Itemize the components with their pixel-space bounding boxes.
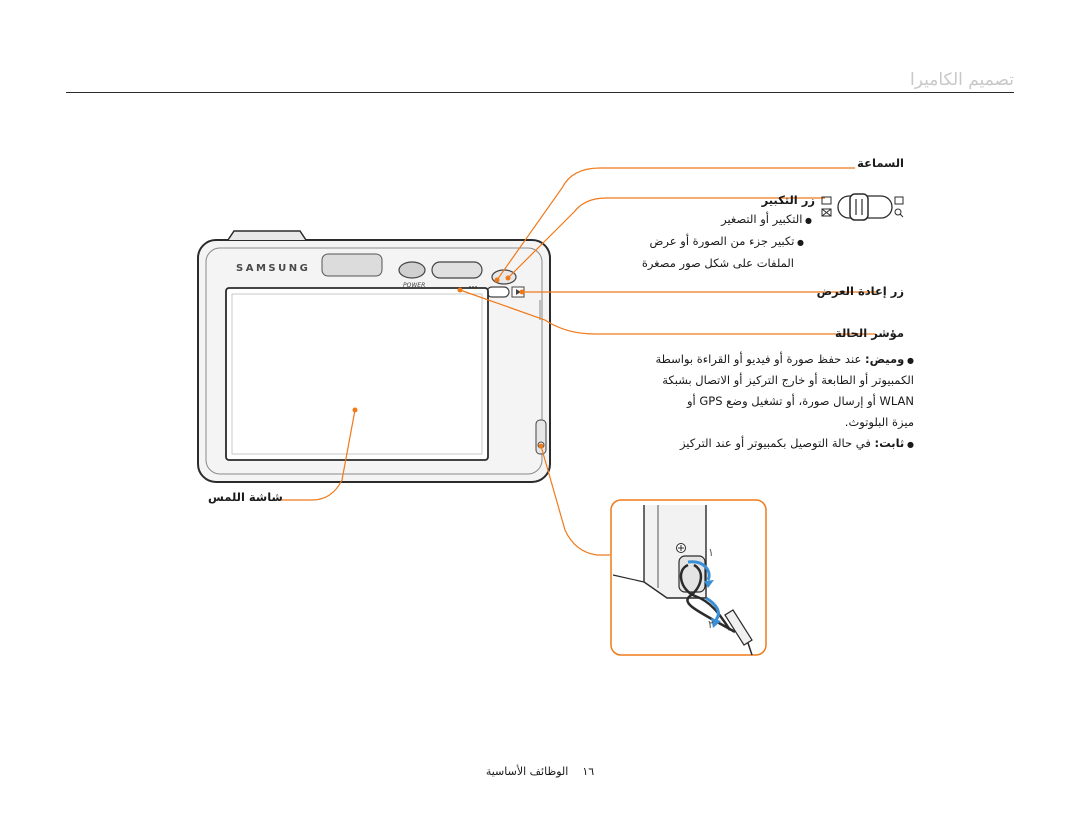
footer-section: الوظائف الأساسية [485, 765, 569, 778]
header-rule [66, 92, 1014, 93]
status-lamp-steady: ثابت: في حالة التوصيل بكمبيوتر أو عند ال… [680, 436, 914, 450]
status-flash-line: عند حفظ صورة أو فيديو أو القراءة بواسطة [655, 352, 862, 366]
callout-dots [352, 275, 544, 449]
camera-body [197, 230, 551, 483]
footer-page-number: ١٦ [582, 765, 595, 778]
status-flash-line: الكمبيوتر أو الطابعة أو خارج التركيز أو … [662, 373, 914, 387]
callout-leaders [280, 167, 878, 556]
status-flash-label: وميض: [865, 352, 914, 366]
page-footer: ١٦ الوظائف الأساسية [0, 765, 1080, 778]
status-lamp-flash: وميض: عند حفظ صورة أو فيديو أو القراءة ب… [656, 352, 914, 366]
zoom-button-item: الملفات على شكل صور مصغرة [641, 256, 794, 270]
status-lamp-label: مؤشر الحالة [835, 326, 904, 340]
zoom-button-item: التكبير أو التصغير [721, 212, 812, 226]
camera-power-label: POWER [403, 282, 425, 289]
playback-button-label: زر إعادة العرض [816, 284, 904, 298]
status-steady-text: في حالة التوصيل بكمبيوتر أو عند التركيز [679, 436, 871, 450]
touch-screen-label: شاشة اللمس [208, 490, 283, 504]
zoom-button-label: زر التكبير [761, 193, 815, 207]
page-header-title: تصميم الكاميرا [910, 70, 1014, 90]
camera-brand-text: SAMSUNG [236, 263, 310, 274]
speaker-label: السماعة [857, 156, 904, 170]
strap-attachment-inset [610, 499, 767, 656]
zoom-button-item: تكبير جزء من الصورة أو عرض [650, 234, 804, 248]
status-steady-label: ثابت: [875, 436, 915, 450]
strap-step-1: ١ [708, 546, 714, 559]
zoom-lever-icon [821, 193, 904, 221]
status-flash-line: WLAN أو إرسال صورة، أو تشغيل وضع GPS أو [686, 394, 914, 408]
status-flash-line: ميزة البلوتوث. [844, 415, 914, 429]
strap-step-2: ٢ [708, 618, 714, 631]
